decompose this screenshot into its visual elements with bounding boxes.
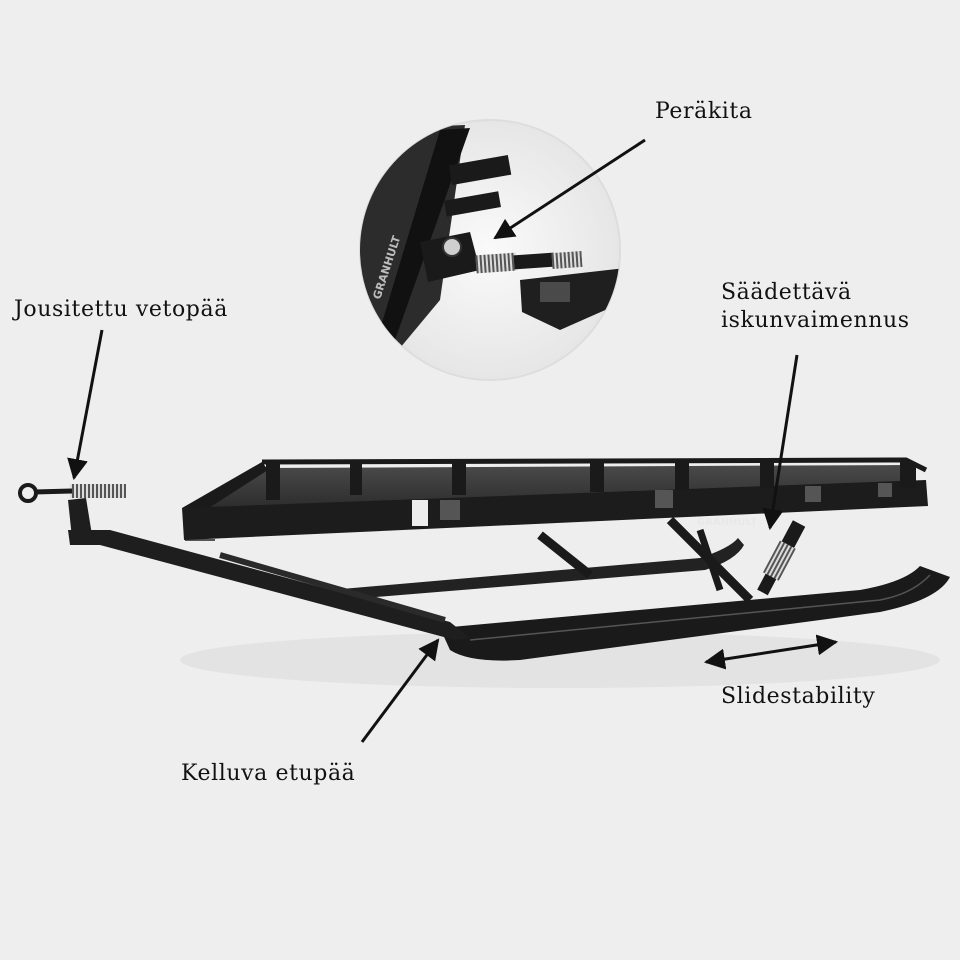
arrow-rear-hitch (493, 138, 646, 240)
strut-1 (537, 531, 593, 579)
arrow-floating-front (360, 638, 440, 743)
runner-near-edge (469, 574, 931, 641)
label-slide-stability: Slidestability (721, 684, 876, 709)
inset-spring-2 (551, 250, 583, 270)
label-adjustable-shock-line2: iskunvaimennus (721, 308, 910, 333)
inset-plate-edge (378, 128, 470, 340)
arrow-sprung-tow (67, 329, 104, 481)
inset-bracket-lower (444, 191, 501, 217)
inset-joint (420, 232, 480, 282)
tow-rod (33, 488, 73, 495)
top-rail (261, 457, 928, 473)
rail-posts (266, 460, 916, 500)
drawbar-lower (219, 552, 446, 623)
label-rear-hitch: Peräkita (655, 99, 753, 124)
label-floating-front: Kelluva etupää (181, 761, 356, 786)
frame-logo: GRANHULT (697, 517, 757, 528)
sled: GRANHULT (18, 457, 950, 661)
label-adjustable-shock: Säädettävä iskunvaimennus (721, 279, 910, 335)
runner-far (330, 538, 744, 600)
label-sprung-tow: Jousitettu vetopää (14, 297, 228, 322)
arrow-shock (762, 354, 799, 531)
tow-arm (68, 498, 92, 538)
rear-hitch-inset: GRANHULT (359, 119, 621, 381)
inset-rod (513, 252, 555, 270)
inset-bolt (442, 237, 462, 257)
side-frame-holes (440, 483, 892, 520)
tow-spring (70, 484, 126, 498)
inset-receiver-hole (540, 282, 570, 302)
shock-absorber (757, 520, 806, 596)
tow-hook (18, 483, 38, 503)
arrow-slide-stability (703, 634, 839, 670)
drawbar (68, 530, 470, 640)
spec-sticker (412, 500, 428, 526)
label-adjustable-shock-line1: Säädettävä (721, 280, 852, 305)
side-frame (182, 480, 928, 540)
inset-bracket (448, 154, 512, 186)
inset-spring (475, 252, 517, 274)
runner-near (440, 566, 950, 661)
strut-3 (696, 528, 724, 592)
front-rail (182, 462, 268, 520)
